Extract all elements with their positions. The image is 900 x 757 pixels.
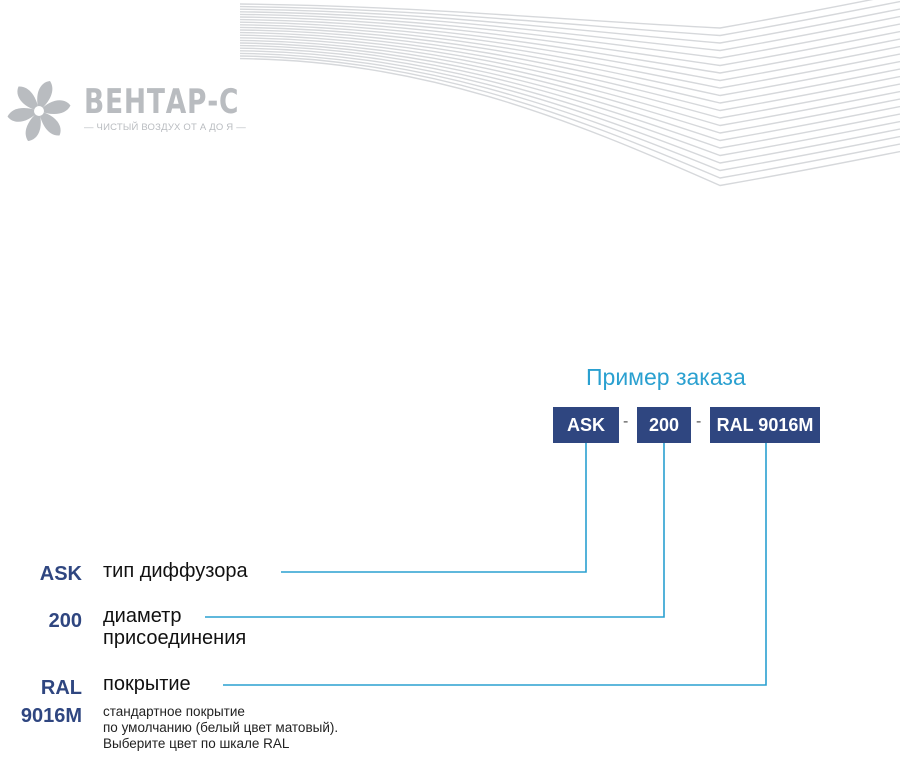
- decorative-line: [239, 52, 900, 172]
- brand-logo: ВЕНТАР-С — ЧИСТЫЙ ВОЗДУХ ОТ А ДО Я —: [4, 76, 274, 146]
- decorative-line: [239, 34, 900, 119]
- code-box-type: ASK: [553, 407, 619, 443]
- decorative-line: [239, 44, 900, 149]
- code-box-diameter: 200: [637, 407, 691, 443]
- legend-code-diameter: 200: [48, 610, 82, 632]
- legend-desc-diameter-line2: присоединения: [103, 627, 247, 649]
- decorative-line: [239, 31, 900, 112]
- decorative-line: [239, 21, 900, 82]
- decorative-line: [239, 47, 900, 157]
- connector-coating: [223, 443, 767, 686]
- decorative-line: [239, 24, 900, 89]
- decorative-line: [239, 55, 900, 179]
- legend-desc-diameter-line1: диаметр: [103, 605, 182, 627]
- decorative-wave-lines: [239, 0, 900, 187]
- code-box-coating: RAL 9016M: [710, 407, 820, 443]
- decorative-line: [239, 8, 900, 44]
- connector-type: [281, 443, 587, 573]
- decorative-line: [239, 26, 900, 97]
- decorative-line: [239, 0, 900, 37]
- code-separator: -: [623, 413, 629, 430]
- legend-desc-type: тип диффузора: [103, 560, 248, 582]
- order-example-title: Пример заказа: [586, 364, 746, 390]
- decorative-line: [239, 11, 900, 52]
- legend-code-type: ASK: [39, 563, 82, 585]
- decorative-line: [239, 13, 900, 59]
- brand-name: ВЕНТАР-С: [84, 82, 240, 122]
- decorative-line: [239, 29, 900, 104]
- decorative-line: [239, 18, 900, 74]
- brand-slogan: — ЧИСТЫЙ ВОЗДУХ ОТ А ДО Я —: [84, 122, 246, 133]
- decorative-line: [239, 39, 900, 134]
- note-line: по умолчанию (белый цвет матовый).: [103, 720, 339, 735]
- decorative-line: [239, 0, 874, 29]
- note-line: Выберите цвет по шкале RAL: [103, 736, 290, 751]
- legend-code-coating-line2: 9016M: [20, 705, 82, 727]
- legend-coating-note: стандартное покрытие по умолчанию (белый…: [103, 704, 338, 752]
- decorative-line: [239, 37, 900, 127]
- decorative-line: [239, 50, 900, 164]
- code-separator: -: [696, 413, 702, 430]
- decorative-line: [239, 16, 900, 67]
- decorative-line: [239, 42, 900, 142]
- fan-icon: [7, 81, 71, 141]
- legend-desc-coating: покрытие: [103, 673, 191, 695]
- decorative-line: [239, 57, 900, 187]
- note-line: стандартное покрытие: [103, 704, 245, 719]
- legend-code-coating-line1: RAL: [40, 677, 82, 699]
- connector-diameter: [205, 443, 665, 618]
